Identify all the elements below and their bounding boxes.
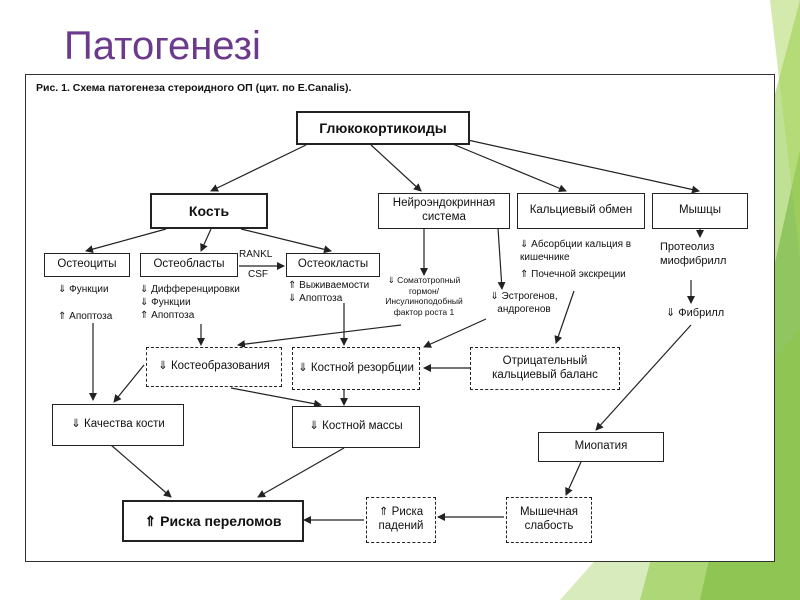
arrow-fibrils-myopathy [595,324,692,431]
pathogenesis-diagram: Рис. 1. Схема патогенеза стероидного ОП … [25,74,775,562]
label-ob-differentiation: ⇓ Дифференцировки [140,284,240,295]
label-oc-survival: ⇑ Выживаемости [288,280,370,291]
arrow-quality-fractures [110,444,172,498]
arrow-gluco-neuro [370,144,422,192]
arrow-myopathy-weakness [565,461,582,496]
slide-title: Патогенезі [64,24,261,68]
node-glucocorticoids: Глюкокортикоиды [296,111,470,145]
node-bone-resorption: ⇓ Костной резорбции [292,347,420,390]
node-fracture-risk: ⇑ Риска переломов [122,500,304,542]
label-oc-apoptosis: ⇓ Апоптоза [288,293,343,304]
node-myopathy: Миопатия [538,432,664,462]
node-fall-risk: ⇑ Риска падений [366,497,436,543]
node-bone-formation: ⇓ Костеобразования [146,347,282,387]
arrow-gh-formation [237,324,402,349]
node-osteoblasts: Остеобласты [140,253,238,277]
label-growth-hormone: ⇓ Соматотропный гормон/ Инсулиноподобный… [385,275,463,317]
node-osteocytes: Остеоциты [44,253,130,277]
node-osteoclasts: Остеокласты [286,253,380,277]
arrow-bone-osteoclasts [240,228,332,254]
arrow-gluco-muscles [435,132,700,194]
label-renal-excretion: ⇑ Почечной экскреции [520,269,626,280]
label-ob-apoptosis: ⇑ Апоптоза [140,310,195,321]
node-negative-calcium-balance: Отрицательный кальциевый баланс [470,347,620,390]
arrow-bone-osteocytes [85,228,167,254]
label-osteocyte-apoptosis: ⇑ Апоптоза [58,311,113,322]
label-osteocyte-function: ⇓ Функции [58,284,109,295]
label-proteolysis: Протеолиз миофибрилл [660,241,727,267]
label-estrogens-androgens: ⇓ Эстрогенов, андрогенов [490,291,558,315]
node-calcium-metabolism: Кальциевый обмен [517,193,645,229]
arrow-neuro-estrogens [497,227,506,290]
label-ob-function: ⇓ Функции [140,297,191,308]
figure-caption: Рис. 1. Схема патогенеза стероидного ОП … [36,82,352,94]
arrow-formation-quality [113,364,145,403]
label-csf: CSF [248,269,268,280]
arrow-absorption-balance [554,290,575,344]
node-neuroendocrine: Нейроэндокринная система [378,193,510,229]
label-fibrils: ⇓ Фибрилл [666,307,725,319]
node-bone: Кость [150,193,268,229]
arrow-bone-osteoblasts [200,228,212,252]
diagram-arrows [85,132,704,524]
node-muscle-weakness: Мышечная слабость [506,497,592,543]
arrow-formation-mass [230,387,322,408]
arrow-gluco-bone [210,144,307,192]
arrow-estrogens-resorption [423,318,487,348]
label-rankl: RANKL [239,249,273,260]
label-calcium-absorption: ⇓ Абсорбции кальция в кишечнике [520,239,632,263]
arrow-mass-fractures [257,447,345,498]
node-bone-mass: ⇓ Костной массы [292,406,420,448]
node-muscles: Мышцы [652,193,748,229]
node-bone-quality: ⇓ Качества кости [52,404,184,446]
